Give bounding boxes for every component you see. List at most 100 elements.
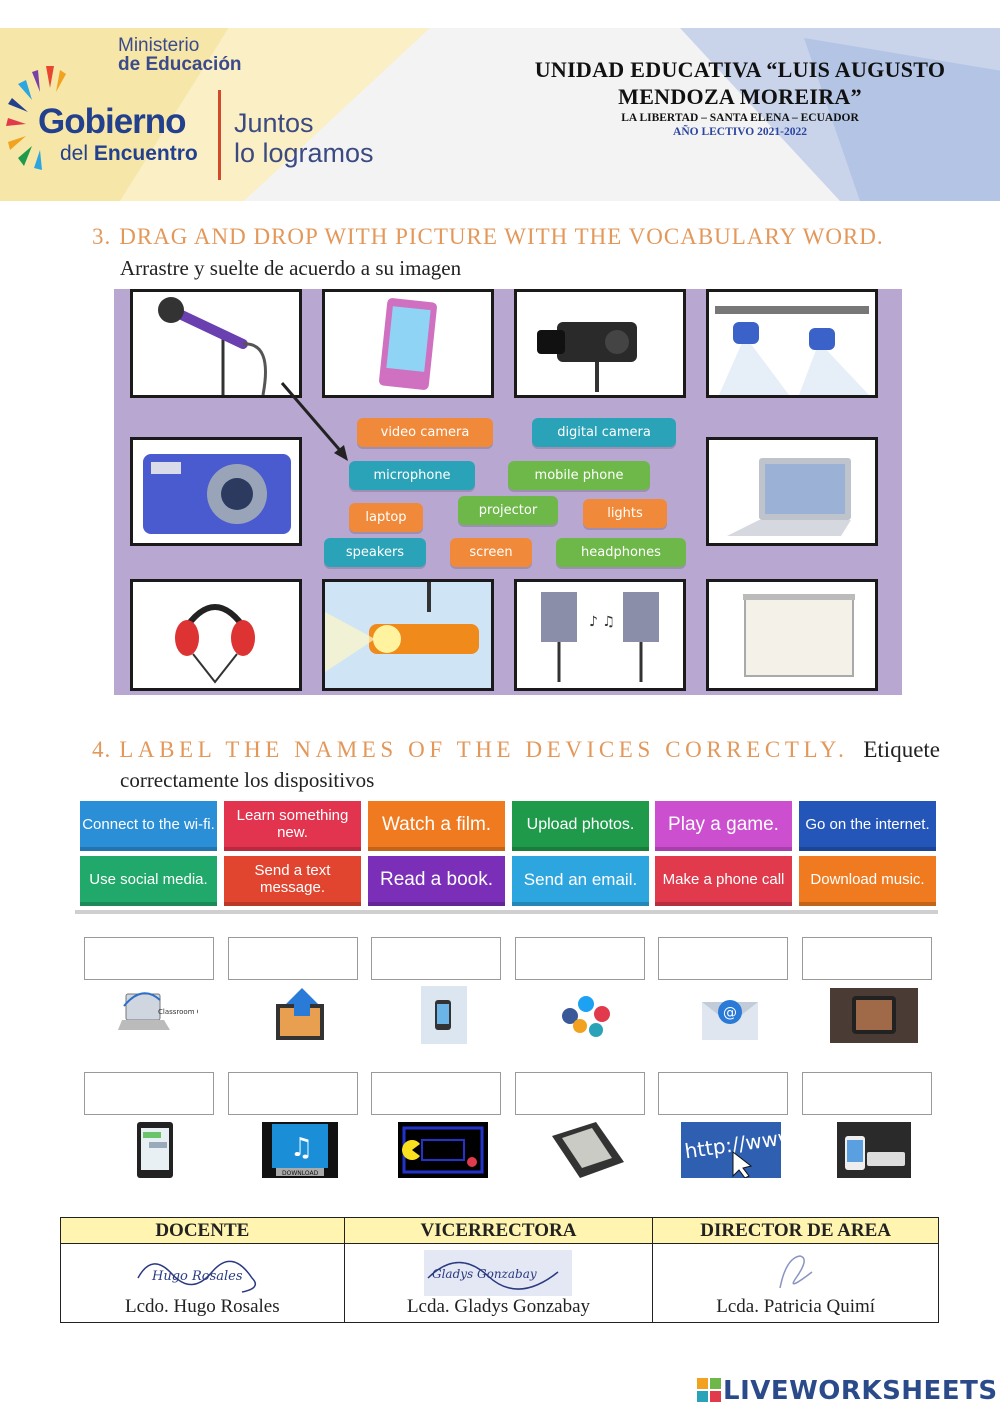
vicerrectora-signature-text: Gladys Gonzabay (432, 1267, 537, 1281)
headphones-picture-tile[interactable] (130, 579, 302, 691)
video-camera-picture-tile[interactable] (514, 289, 686, 398)
speakers-icon: ♪ ♫ (541, 592, 659, 682)
http-internet-icon: http://www (681, 1122, 781, 1178)
signature-cell-docente: Hugo Rosales Lcdo. Hugo Rosales (60, 1243, 345, 1323)
activity-phone-call[interactable]: Make a phone call (655, 856, 792, 906)
ebook-reader-icon (552, 1122, 624, 1178)
answer-input-1[interactable] (84, 937, 214, 980)
drag-drop-board: video camera digital camera microphone m… (114, 289, 902, 695)
liveworksheets-brand: LIVEWORKSHEETS (723, 1376, 998, 1406)
projection-screen-icon (743, 594, 855, 677)
watching-film-icon (830, 988, 918, 1043)
director-signature-icon (778, 1255, 813, 1289)
activity-play-game[interactable]: Play a game. (655, 801, 792, 851)
activity-connect-wifi[interactable]: Connect to the wi-fi. (80, 801, 217, 851)
wifi-router-icon (837, 1122, 911, 1178)
laptop-picture-tile[interactable] (706, 437, 878, 546)
activity-upload-photos[interactable]: Upload photos. (512, 801, 649, 851)
docente-name: Lcdo. Hugo Rosales (125, 1296, 280, 1317)
word-projector[interactable]: projector (458, 496, 558, 525)
activity-send-text[interactable]: Send a text message. (224, 856, 361, 906)
word-digital-camera[interactable]: digital camera (532, 418, 676, 447)
svg-text:@: @ (723, 1005, 737, 1021)
answer-input-3[interactable] (371, 937, 501, 980)
answer-input-4[interactable] (515, 937, 645, 980)
tablet-icon (379, 298, 437, 390)
activity-go-internet[interactable]: Go on the internet. (799, 801, 936, 851)
school-location: LA LIBERTAD – SANTA ELENA – ECUADOR (621, 112, 859, 124)
phone-call-icon (421, 986, 467, 1044)
microphone-icon (158, 297, 267, 395)
download-music-icon: ♫ DOWNLOAD (262, 1122, 338, 1178)
headphones-icon (175, 604, 255, 684)
answer-input-8[interactable] (228, 1072, 358, 1115)
activity-learn-something[interactable]: Learn something new. (224, 801, 361, 851)
classroom-online-label: Classroom Online (158, 1008, 198, 1016)
word-laptop[interactable]: laptop (349, 503, 423, 532)
download-label: DOWNLOAD (282, 1170, 319, 1177)
tablet-picture-tile[interactable] (322, 289, 494, 398)
stage-lights-icon (715, 306, 869, 395)
question-4-number: 4. (92, 737, 112, 762)
stage-lights-picture-tile[interactable] (706, 289, 878, 398)
activity-watch-film[interactable]: Watch a film. (368, 801, 505, 851)
laptop-icon (727, 458, 851, 536)
del-text: del (60, 142, 89, 165)
question-3-heading: 3. DRAG AND DROP WITH PICTURE WITH THE VO… (92, 224, 884, 250)
projection-screen-picture-tile[interactable] (706, 579, 878, 691)
question-3-number: 3. (92, 224, 112, 249)
classroom-online-laptop-icon: Classroom Online (118, 992, 198, 1030)
activity-download-music[interactable]: Download music. (799, 856, 936, 906)
question-4-heading: 4. LABEL THE NAMES OF THE DEVICES CORRECT… (92, 737, 940, 763)
digital-camera-picture-tile[interactable] (130, 437, 302, 546)
question-4-title-es: Etiquete (863, 737, 940, 762)
answer-input-6[interactable] (802, 937, 932, 980)
answer-input-7[interactable] (84, 1072, 214, 1115)
word-microphone[interactable]: microphone (349, 461, 475, 490)
header-director: DIRECTOR DE AREA (652, 1217, 939, 1244)
gobierno-logo-text: Gobierno (38, 102, 187, 141)
word-video-camera[interactable]: video camera (357, 418, 493, 447)
answer-input-10[interactable] (515, 1072, 645, 1115)
answer-input-12[interactable] (802, 1072, 932, 1115)
projector-icon (325, 582, 491, 688)
school-name-line1: UNIDAD EDUCATIVA “LUIS AUGUSTO (534, 57, 946, 82)
word-speakers[interactable]: speakers (324, 538, 426, 567)
header-vicerrectora: VICERRECTORA (343, 1217, 654, 1244)
school-name-line2: MENDOZA MOREIRA” (618, 84, 862, 109)
director-name: Lcda. Patricia Quimí (716, 1296, 876, 1317)
pacman-game-icon (398, 1122, 488, 1178)
question-4-title: LABEL THE NAMES OF THE DEVICES CORRECTLY… (119, 737, 849, 762)
projector-picture-tile[interactable] (322, 579, 494, 691)
vicerrectora-signature-icon: Gladys Gonzabay (424, 1250, 573, 1296)
question-4-subtitle: correctamente los dispositivos (120, 768, 375, 792)
slogan-line1: Juntos (234, 108, 314, 138)
gobierno-rays-icon (6, 66, 66, 170)
ministerio-line1: Ministerio (118, 35, 200, 56)
activity-read-book[interactable]: Read a book. (368, 856, 505, 906)
activity-send-email[interactable]: Send an email. (512, 856, 649, 906)
vicerrectora-name: Lcda. Gladys Gonzabay (406, 1296, 591, 1317)
signature-cell-vicerrectora: Gladys Gonzabay Lcda. Gladys Gonzabay (343, 1243, 654, 1323)
video-camera-icon (537, 322, 637, 392)
word-lights[interactable]: lights (583, 499, 667, 528)
svg-text:♫: ♫ (290, 1133, 313, 1163)
question-3-title: DRAG AND DROP WITH PICTURE WITH THE VOCA… (119, 224, 884, 249)
answer-input-2[interactable] (228, 937, 358, 980)
word-screen[interactable]: screen (450, 538, 532, 567)
answer-input-5[interactable] (658, 937, 788, 980)
activity-social-media[interactable]: Use social media. (80, 856, 217, 906)
ministerio-line2: de Educación (118, 54, 242, 75)
school-year: AÑO LECTIVO 2021-2022 (673, 126, 807, 138)
microphone-picture-tile[interactable] (130, 289, 302, 398)
word-headphones[interactable]: headphones (556, 538, 686, 567)
digital-camera-icon (143, 454, 291, 534)
answer-input-11[interactable] (658, 1072, 788, 1115)
speakers-picture-tile[interactable]: ♪ ♫ (514, 579, 686, 691)
activity-divider (75, 910, 938, 914)
page-header: Ministerio de Educación Gobierno del Enc… (0, 28, 1000, 201)
example-arrow-icon (280, 382, 348, 461)
answer-input-9[interactable] (371, 1072, 501, 1115)
word-mobile-phone[interactable]: mobile phone (508, 461, 650, 490)
header-docente: DOCENTE (60, 1217, 345, 1244)
